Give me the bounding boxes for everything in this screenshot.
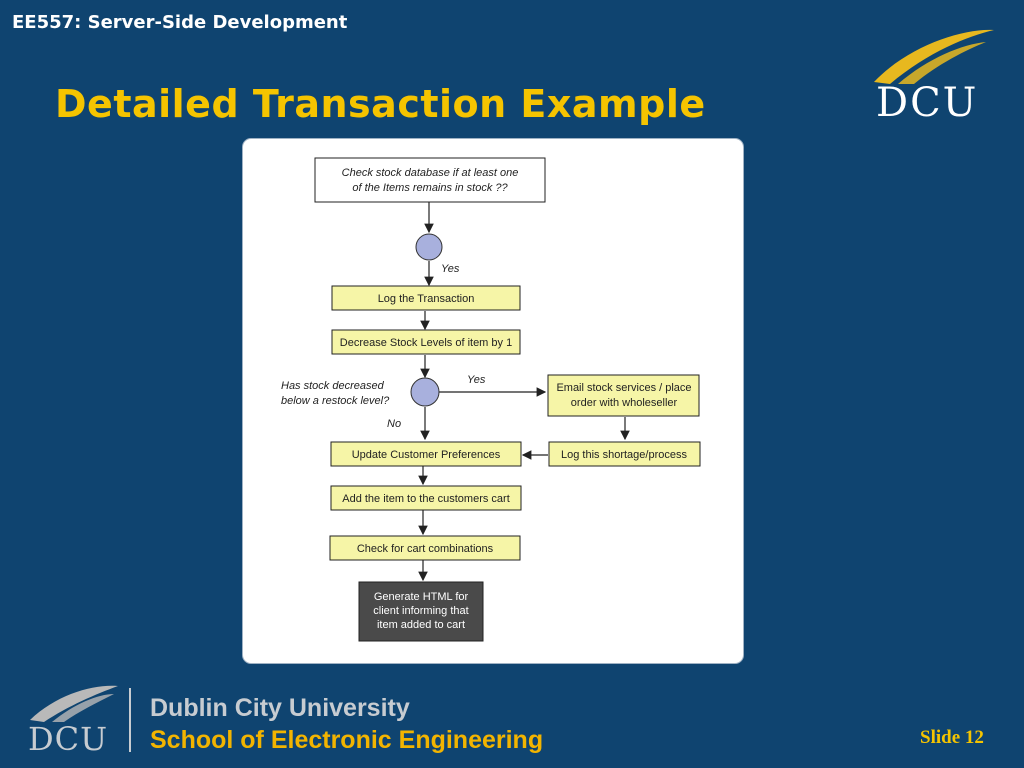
university-name: Dublin City University	[150, 694, 410, 722]
flowchart: Check stock database if at least one of …	[281, 157, 701, 642]
yes-label-2: Yes	[467, 374, 486, 386]
email-stock-line2: order with wholeseller	[571, 397, 678, 409]
logo-swoosh-inner	[898, 42, 986, 84]
log-shortage-label: Log this shortage/process	[561, 449, 687, 461]
generate-html-box	[358, 581, 484, 642]
footer-logo-swoosh-inner	[52, 694, 114, 722]
decision-node-1	[415, 233, 443, 261]
update-prefs-label: Update Customer Preferences	[352, 449, 501, 461]
generate-html-line2: client informing that	[373, 605, 468, 617]
footer-logo-text: DCU	[28, 720, 108, 758]
check-stock-line2: of the Items remains in stock ??	[352, 182, 508, 194]
decision-node-2	[410, 377, 440, 407]
generate-html-line3: item added to cart	[377, 619, 465, 631]
generate-html-line1: Generate HTML for	[374, 591, 469, 603]
add-item-label: Add the item to the customers cart	[342, 493, 510, 505]
check-stock-box	[314, 157, 546, 203]
decrease-stock-label: Decrease Stock Levels of item by 1	[340, 337, 512, 349]
dcu-logo: DCU	[874, 29, 994, 124]
add-item-box	[330, 485, 522, 511]
school-name: School of Electronic Engineering	[150, 726, 544, 754]
yes-label-1: Yes	[441, 263, 460, 275]
email-stock-line1: Email stock services / place	[556, 382, 691, 394]
course-title: EE557: Server-Side Development	[12, 12, 348, 33]
footer-logo-swoosh	[30, 685, 118, 722]
slide-number: Slide 12	[920, 727, 984, 748]
update-prefs-box	[330, 441, 522, 467]
decrease-stock-box	[331, 329, 521, 355]
logo-text: DCU	[876, 80, 978, 124]
flowchart-panel: Check stock database if at least one of …	[242, 138, 744, 664]
no-label: No	[387, 418, 401, 430]
slide-title: Detailed Transaction Example	[55, 82, 706, 126]
check-stock-line1: Check stock database if at least one	[342, 167, 519, 179]
email-stock-box	[547, 374, 700, 417]
footer-dcu-logo: DCU	[28, 685, 131, 758]
check-combos-label: Check for cart combinations	[357, 543, 494, 555]
check-combos-box	[329, 535, 521, 561]
question-line2: below a restock level?	[281, 395, 390, 407]
log-transaction-label: Log the Transaction	[378, 293, 475, 305]
log-shortage-box	[548, 441, 701, 467]
question-line1: Has stock decreased	[281, 380, 385, 392]
log-transaction-box	[331, 285, 521, 311]
logo-swoosh	[874, 29, 994, 84]
